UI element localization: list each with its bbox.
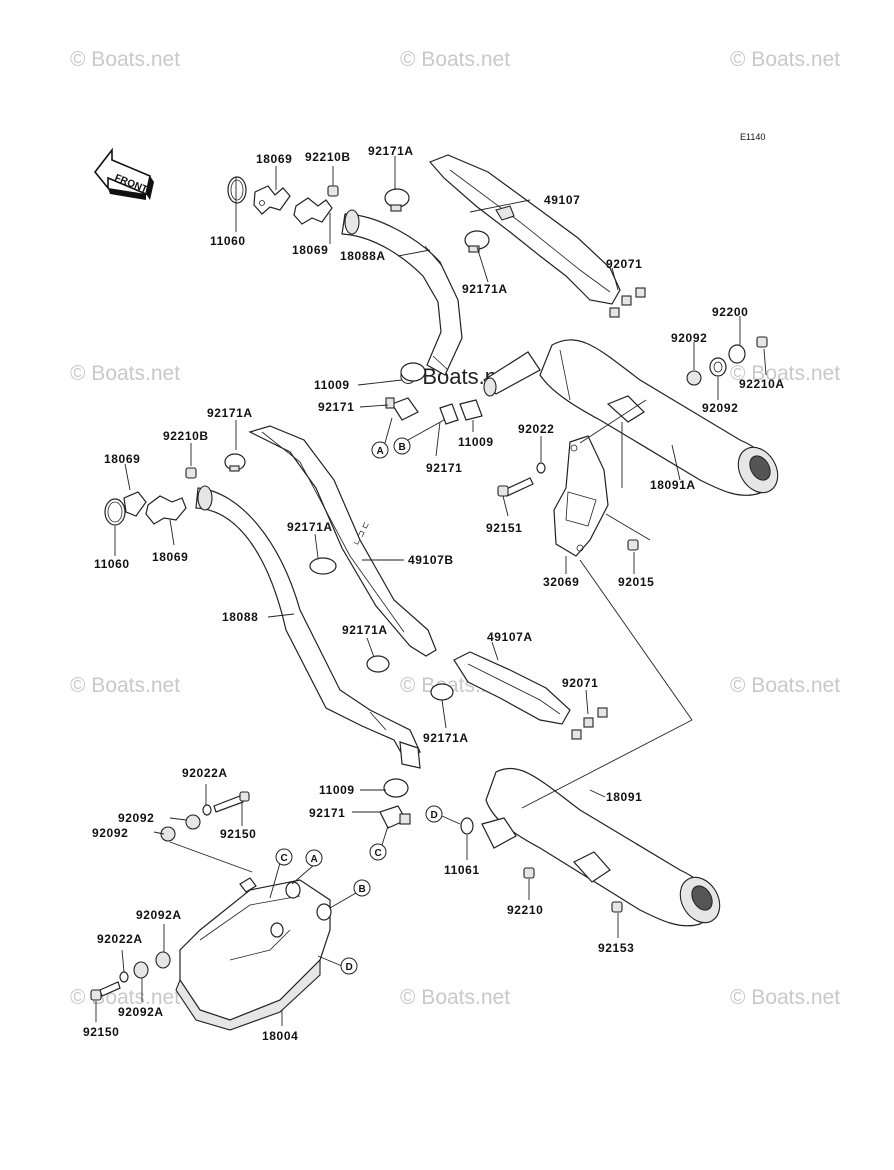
part-label: 49107B xyxy=(408,553,454,567)
part-label: 92200 xyxy=(712,305,748,319)
part-label: 18004 xyxy=(262,1029,298,1043)
part-label: 18088 xyxy=(222,610,258,624)
lower-header-pipe xyxy=(104,453,421,769)
part-label: 92171A xyxy=(342,623,388,637)
leader-lines xyxy=(95,156,767,1026)
callout-a: A xyxy=(377,446,384,457)
part-label: 32069 xyxy=(543,575,579,589)
bracket-32069 xyxy=(497,435,639,557)
watermark: © Boats.net xyxy=(400,986,510,1009)
watermark: © Boats.net xyxy=(400,48,510,71)
part-label: 92092 xyxy=(702,401,738,415)
part-label: 11009 xyxy=(458,435,494,449)
part-label: 92210B xyxy=(163,429,209,443)
part-label: 92092 xyxy=(671,331,707,345)
watermark: © Boats.net xyxy=(70,674,180,697)
part-label: 92092 xyxy=(92,826,128,840)
callout-d: D xyxy=(346,962,353,973)
part-label: 18069 xyxy=(256,152,292,166)
part-label: 92153 xyxy=(598,941,634,955)
watermark: © Boats.net xyxy=(70,362,180,385)
part-label: 92092A xyxy=(118,1005,164,1019)
part-label: 92015 xyxy=(618,575,654,589)
part-label: 92171 xyxy=(426,461,462,475)
part-label: 92171A xyxy=(423,731,469,745)
part-label: 92022A xyxy=(97,932,143,946)
part-label: 49107A xyxy=(487,630,533,644)
part-label: 18088A xyxy=(340,249,386,263)
part-label: 92210 xyxy=(507,903,543,917)
part-label: 92092 xyxy=(118,811,154,825)
part-label: 92210A xyxy=(739,377,785,391)
part-label: 49107 xyxy=(544,193,580,207)
diagram-code: E1140 xyxy=(740,132,765,142)
callout-c: C xyxy=(375,848,382,859)
part-label: 92171A xyxy=(368,144,414,158)
part-label: 92150 xyxy=(83,1025,119,1039)
part-label: 18069 xyxy=(152,550,188,564)
muffler-lower xyxy=(460,767,721,927)
collector-18004 xyxy=(90,791,332,1031)
part-label: 92171 xyxy=(309,806,345,820)
part-label: 11009 xyxy=(319,783,355,797)
callout-b: B xyxy=(399,442,406,453)
watermark: © Boats.net xyxy=(730,48,840,71)
part-label: 92151 xyxy=(486,521,522,535)
part-label: 92071 xyxy=(562,676,598,690)
part-label: 92171 xyxy=(318,400,354,414)
watermark: © Boats.net xyxy=(730,986,840,1009)
part-label: 11060 xyxy=(210,234,246,248)
callout-a: A xyxy=(311,854,318,865)
callout-d: D xyxy=(431,810,438,821)
part-label: 92171A xyxy=(207,406,253,420)
lower-connector-parts xyxy=(379,778,411,829)
heat-shield-49107A xyxy=(453,651,608,740)
part-label: 11009 xyxy=(314,378,350,392)
watermark: © Boats.net xyxy=(70,48,180,71)
muffler-upper xyxy=(483,336,779,496)
part-label: 18069 xyxy=(104,452,140,466)
watermark: © Boats.net xyxy=(730,674,840,697)
callouts: A B C D C A B D xyxy=(275,417,461,975)
part-label: 18069 xyxy=(292,243,328,257)
part-label: 92171A xyxy=(462,282,508,296)
part-label: 92071 xyxy=(606,257,642,271)
part-label: 92150 xyxy=(220,827,256,841)
part-label: 18091 xyxy=(606,790,642,804)
upper-connector-parts xyxy=(385,362,483,425)
part-label: 92171A xyxy=(287,520,333,534)
part-label: 92022 xyxy=(518,422,554,436)
heat-shield-upper xyxy=(428,154,646,318)
callout-b: B xyxy=(359,884,366,895)
part-label: 92092A xyxy=(136,908,182,922)
upper-header-pipe xyxy=(227,176,490,376)
part-label: 92210B xyxy=(305,150,351,164)
part-label: 11060 xyxy=(94,557,130,571)
front-arrow-icon: FRONT xyxy=(93,147,154,200)
watermark: © Boats.net xyxy=(730,362,840,385)
part-label: 92022A xyxy=(182,766,228,780)
part-labels: 18069 92210B 92171A 49107 11060 18069 18… xyxy=(83,144,785,1043)
part-label: 11061 xyxy=(444,863,480,877)
part-label: 18091A xyxy=(650,478,696,492)
callout-c: C xyxy=(281,853,288,864)
